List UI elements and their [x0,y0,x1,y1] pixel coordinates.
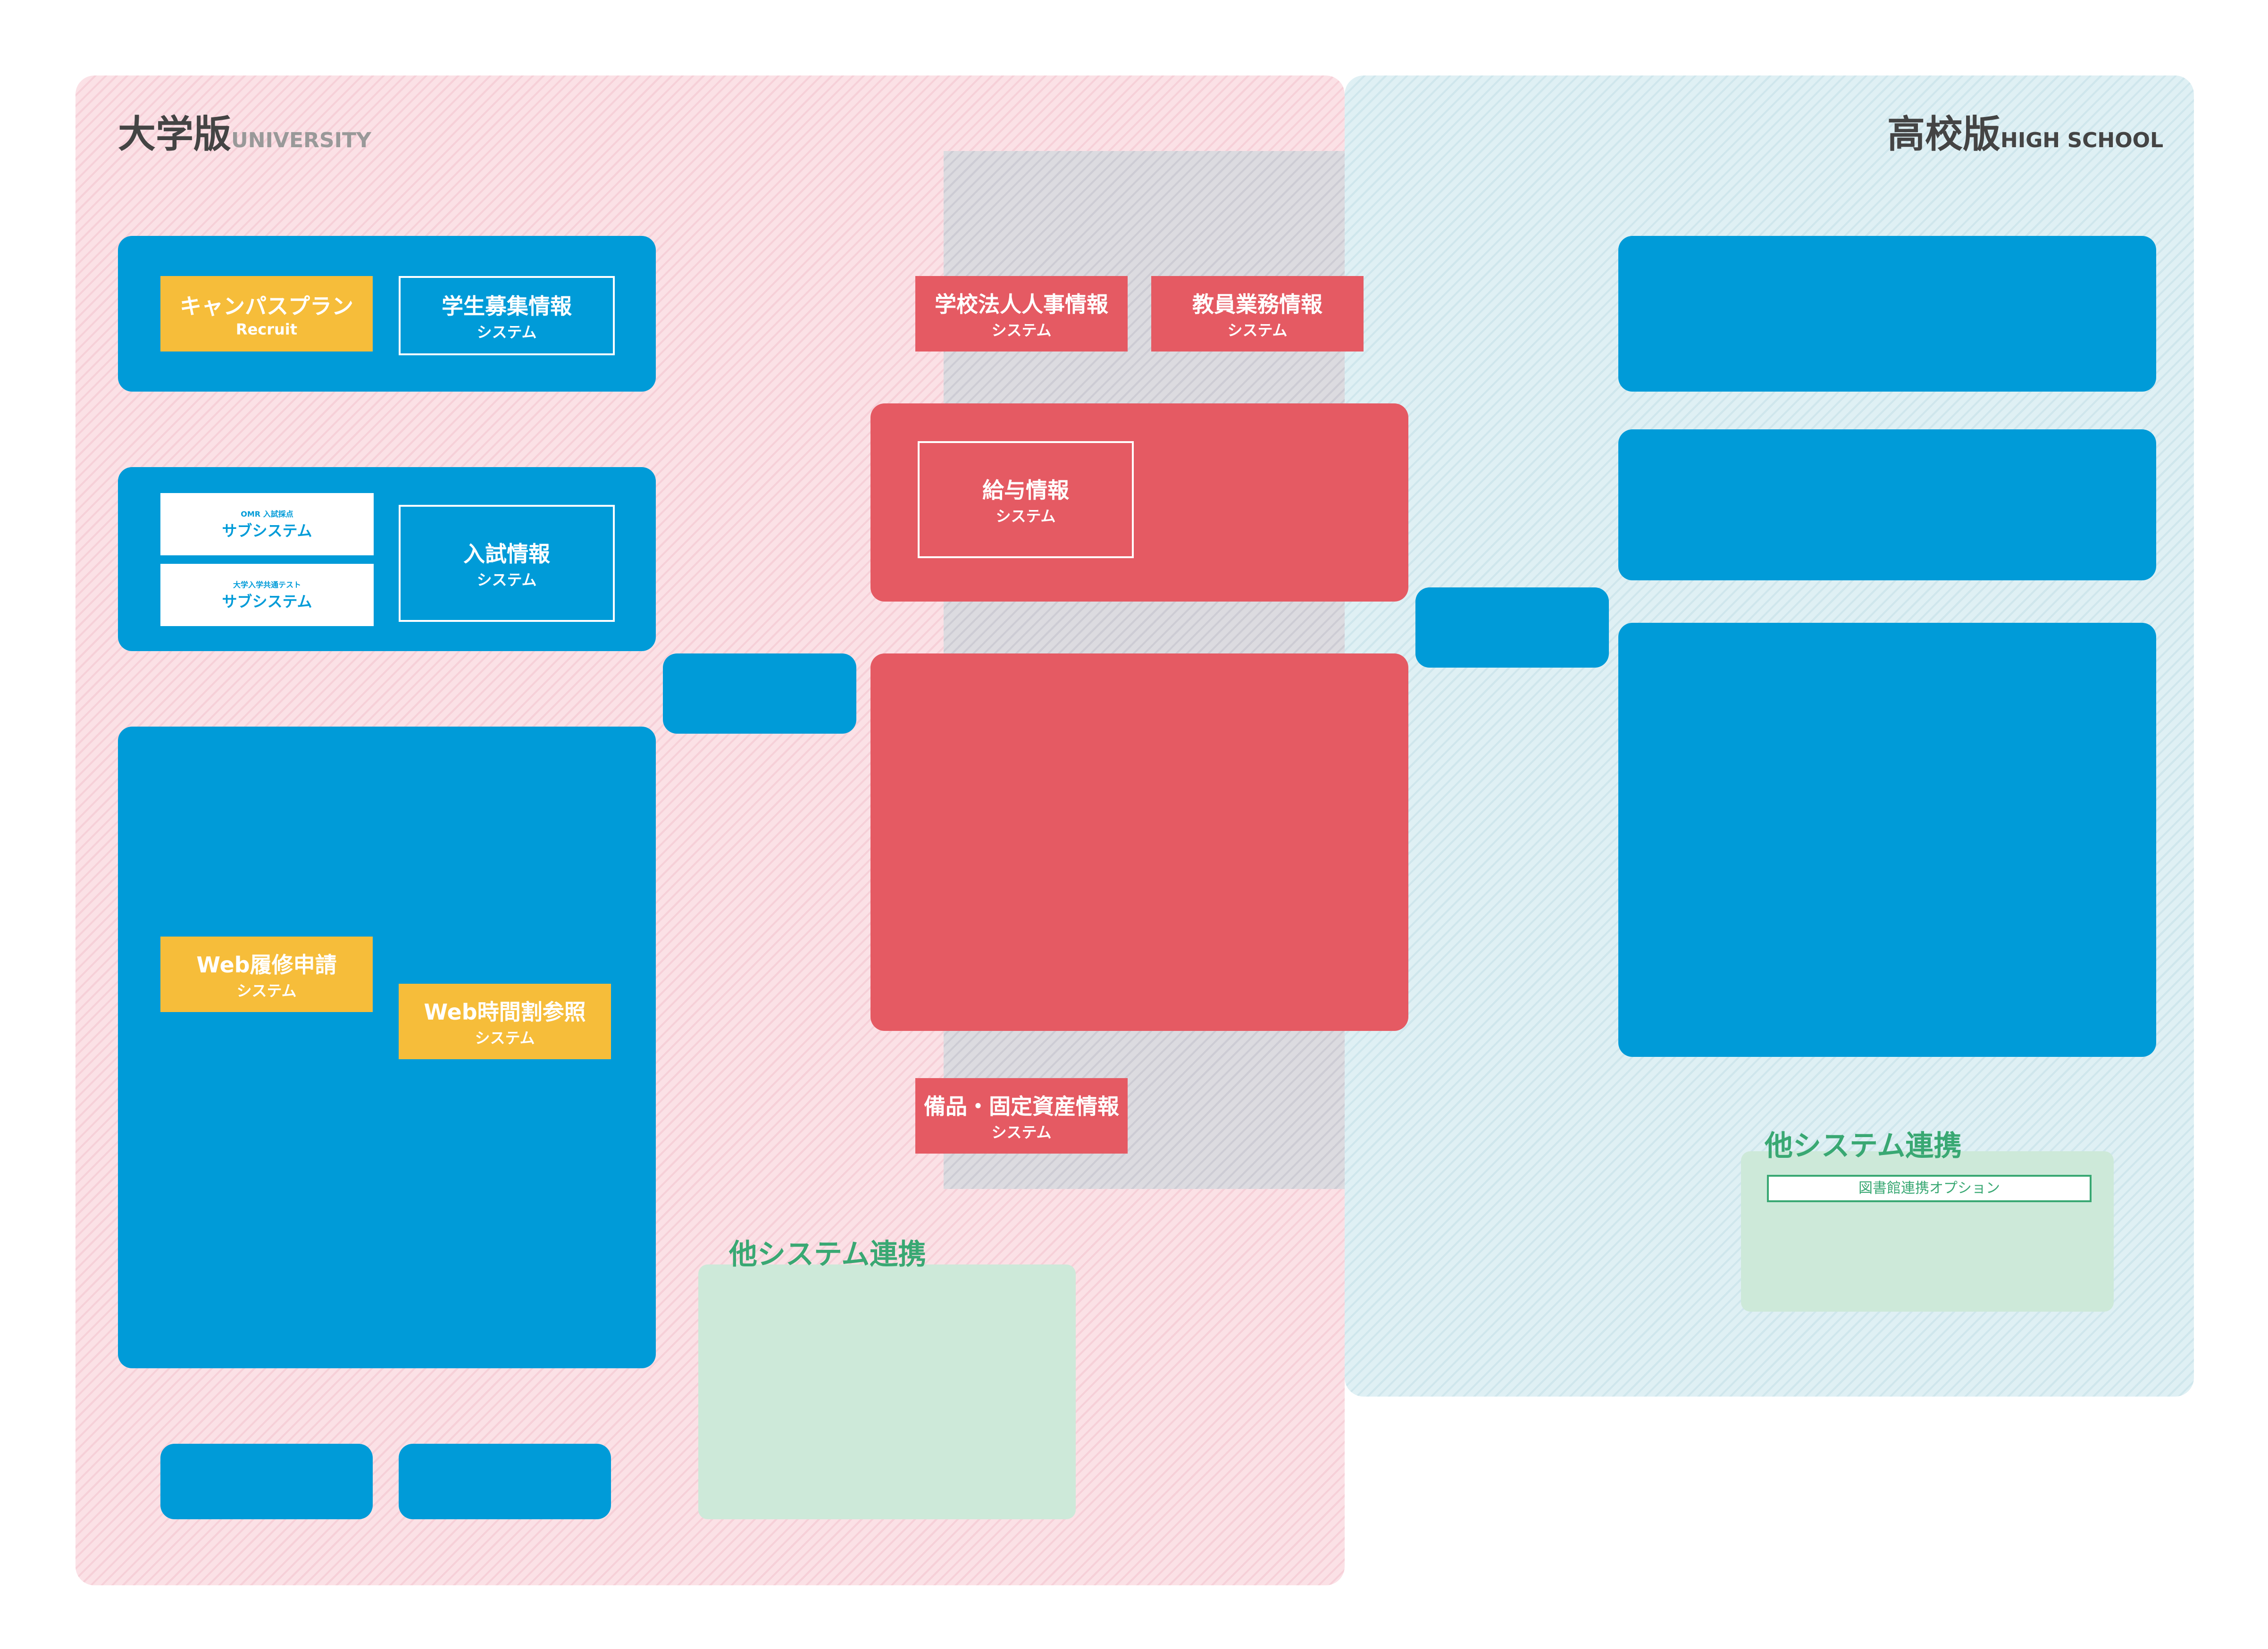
hs-recruit-group [1618,236,2156,392]
univ-other [698,1264,1076,1519]
univ-other-title: 他システム連携 [729,1238,927,1271]
personnel[interactable]: 学校法人人事情報システム [915,276,1128,352]
salary-group [870,403,1408,602]
fixed-assets[interactable]: 備品・固定資産情報システム [915,1078,1128,1154]
web-reg[interactable]: Web履修申請システム [160,937,373,1012]
salary[interactable]: 給与情報システム [918,441,1134,558]
common-test[interactable]: 大学入学共通テストサブシステム [160,564,374,626]
omr[interactable]: OMR 入試採点サブシステム [160,493,374,555]
exam[interactable]: 入試情報システム [399,505,615,622]
hs-exam-group [1618,429,2156,580]
student-recruit[interactable]: 学生募集情報システム [399,276,615,355]
univ-tuition[interactable] [663,653,856,734]
faculty[interactable]: 教員業務情報システム [1151,276,1364,352]
hs-tuition[interactable] [1415,587,1609,668]
accounting-group [870,653,1408,1031]
hs-other-title: 他システム連携 [1765,1130,1962,1163]
career[interactable] [399,1444,611,1519]
facility[interactable] [160,1444,373,1519]
hs-title: 高校版HIGH SCHOOL [1887,112,2164,156]
hs-academic-group [1618,623,2156,1057]
univ-title: 大学版UNIVERSITY [118,112,371,156]
hs-lib[interactable]: 図書館連携オプション [1767,1175,2092,1202]
web-timetable[interactable]: Web時間割参照システム [399,984,611,1059]
